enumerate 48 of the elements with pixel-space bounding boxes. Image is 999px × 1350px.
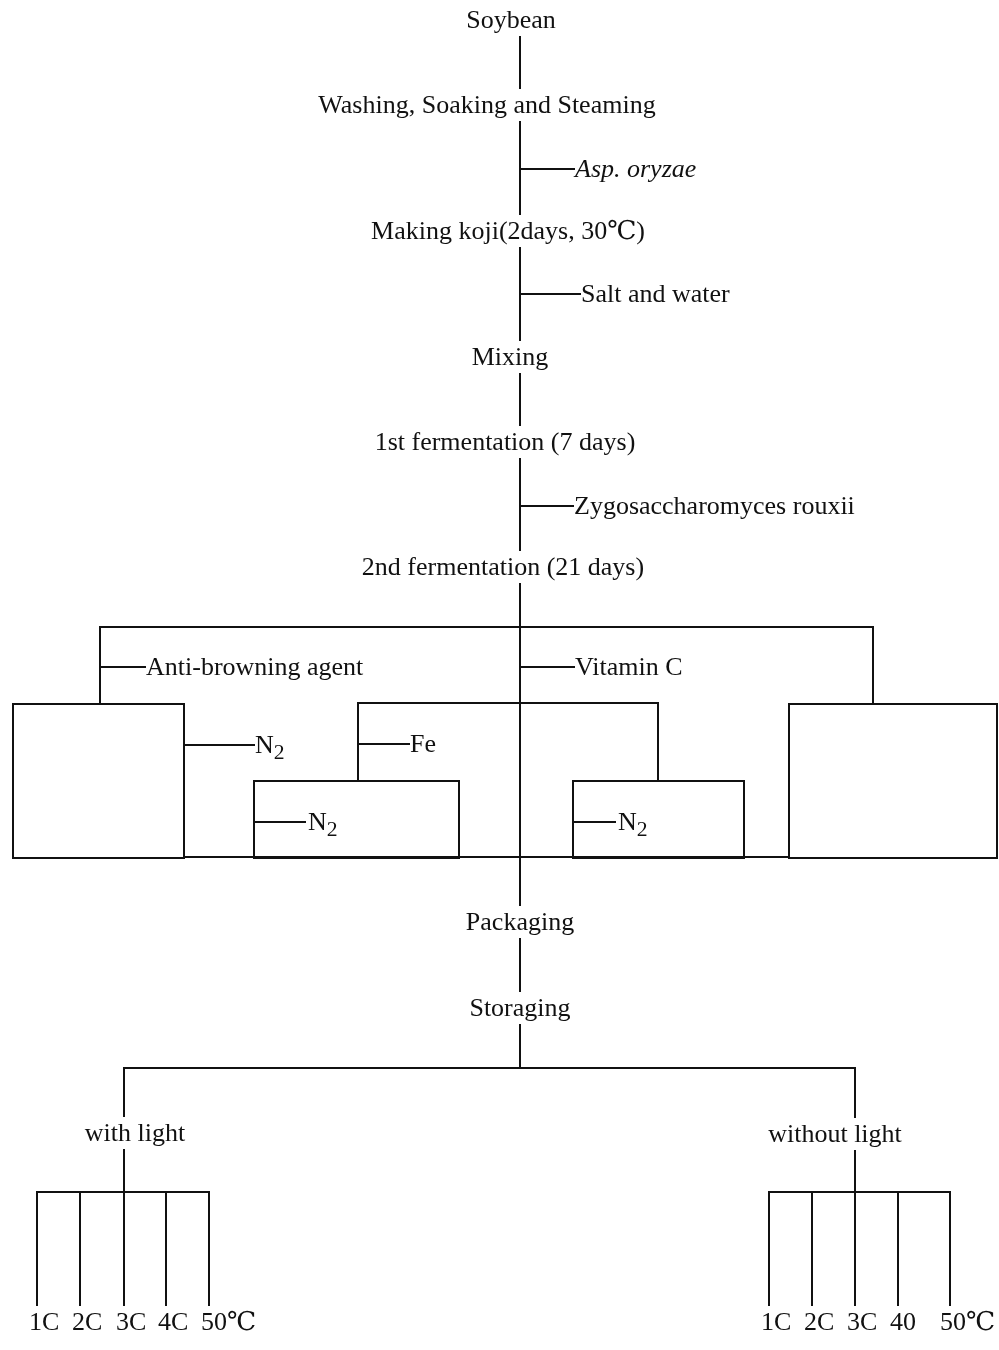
group-box [12, 703, 185, 859]
step-label: 2C [804, 1306, 848, 1338]
step-label: Storaging [445, 992, 595, 1024]
step-label: Making koji(2days, 30℃) [338, 215, 678, 247]
step-label: Fe [410, 728, 450, 760]
step-label: N$_{2}$ [308, 806, 358, 838]
step-label: 4C [158, 1306, 202, 1338]
step-label: Soybean [441, 4, 581, 36]
step-label: 1st fermentation (7 days) [335, 426, 675, 458]
step-label: N$_{2}$ [255, 729, 305, 761]
connector-line [519, 35, 521, 90]
step-label: Packaging [440, 906, 600, 938]
step-label: Washing, Soaking and Steaming [272, 89, 702, 121]
leader-line [519, 666, 659, 781]
step-label: 40 [890, 1306, 934, 1338]
step-label: Asp. oryzae [575, 153, 745, 185]
connector-line [519, 937, 521, 993]
step-label: Mixing [460, 341, 560, 373]
leader-line [252, 821, 307, 823]
step-label: 1C [761, 1306, 805, 1338]
step-label: Zygosaccharomyces rouxii [574, 490, 924, 522]
step-label: 1C [29, 1306, 73, 1338]
connector-line [519, 856, 789, 907]
group-box [572, 780, 745, 859]
step-label: 50℃ [940, 1306, 998, 1338]
group-box [253, 780, 460, 859]
leader-line [519, 168, 576, 216]
leader-line [571, 821, 617, 823]
step-label: N$_{2}$ [618, 806, 668, 838]
leader-line [519, 293, 582, 342]
step-label: 2nd fermentation (21 days) [323, 551, 683, 583]
group-box [788, 703, 998, 859]
step-label: without light [745, 1118, 925, 1150]
step-label: Anti-browning agent [146, 651, 426, 683]
leader-line [99, 666, 147, 704]
leader-line [519, 505, 575, 552]
connector-line [519, 372, 521, 427]
step-label: 3C [847, 1306, 891, 1338]
connector-line [519, 1023, 856, 1119]
step-label: Salt and water [581, 278, 781, 310]
step-label: 2C [72, 1306, 116, 1338]
leader-line [184, 744, 256, 746]
connector-line [123, 1148, 210, 1307]
step-label: Vitamin C [575, 651, 715, 683]
step-label: 50℃ [201, 1306, 257, 1338]
connector-line [854, 1149, 951, 1307]
step-label: with light [55, 1117, 215, 1149]
leader-line [357, 743, 411, 781]
